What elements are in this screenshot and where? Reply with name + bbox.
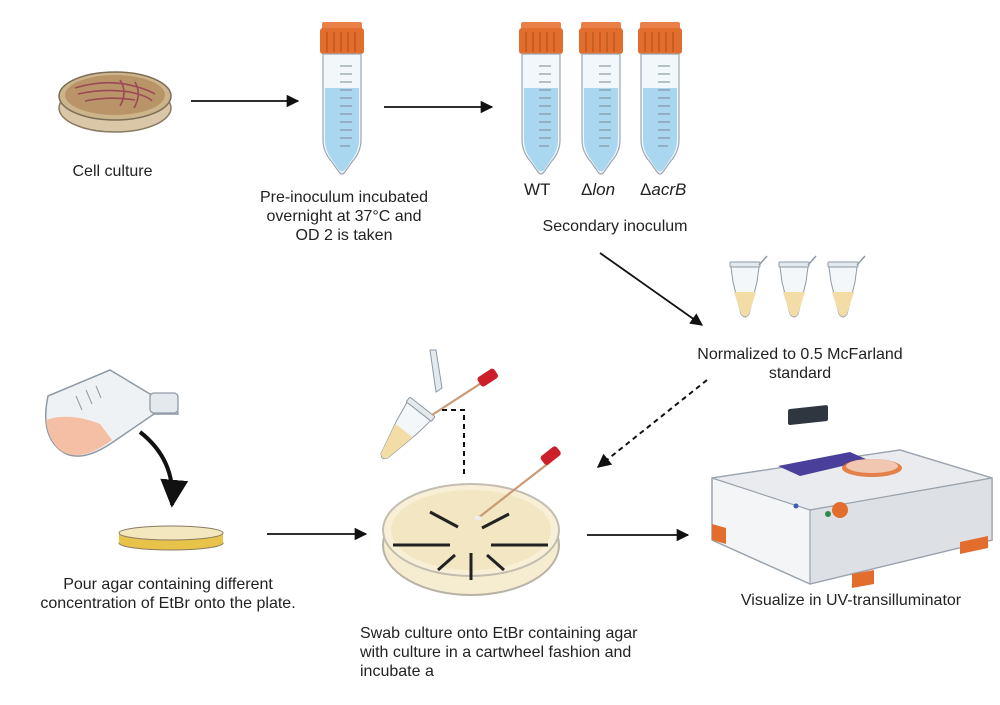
mcfarland-tube-2-icon	[778, 255, 817, 318]
tube-lon-icon	[578, 21, 624, 175]
dashed-connector-tube-to-plate	[442, 409, 465, 478]
dashed-arrow-normalized-to-plate	[596, 379, 708, 468]
visualize-label: Visualize in UV-transilluminator	[740, 592, 962, 609]
tube-acrb-icon	[637, 21, 683, 175]
strain-wt-label: WT	[524, 180, 550, 200]
delta-symbol: Δ	[581, 180, 593, 199]
cell-culture-label: Cell culture	[72, 163, 153, 180]
pour-agar-label: Pour agar containing different concentra…	[40, 576, 296, 612]
strain-wt-text: WT	[524, 180, 551, 199]
mcfarland-tube-1-icon	[729, 255, 768, 318]
cartwheel-plate-icon	[382, 483, 560, 596]
poured-plate-icon	[118, 525, 224, 551]
strain-acrb-label: ΔacrB	[640, 180, 686, 200]
strain-acrb-text: acrB	[651, 180, 687, 199]
arrow-flask-to-plate	[138, 430, 189, 508]
arrow-secondary-to-normalized	[599, 252, 704, 326]
mcfarland-tube-3-icon	[827, 255, 866, 318]
secondary-inoculum-label: Secondary inoculum	[542, 218, 688, 235]
strain-lon-label: Δlon	[581, 180, 615, 200]
normalized-label: Normalized to 0.5 McFarland standard	[697, 346, 903, 382]
pre-inoculum-label: Pre-inoculum incubated overnight at 37°C…	[259, 189, 429, 244]
swab-on-plate-icon	[474, 446, 561, 520]
culture-tube-with-swab-icon	[380, 349, 498, 460]
uv-transilluminator-icon	[711, 405, 993, 588]
tube-wt-icon	[518, 21, 564, 175]
strain-lon-text: lon	[592, 180, 616, 199]
cell-culture-plate-icon	[58, 71, 172, 133]
flask-icon	[45, 369, 179, 457]
delta-symbol: Δ	[640, 180, 652, 199]
swab-culture-label: Swab culture onto EtBr containing agar w…	[360, 625, 638, 680]
preinoculum-tube-icon	[319, 21, 365, 175]
